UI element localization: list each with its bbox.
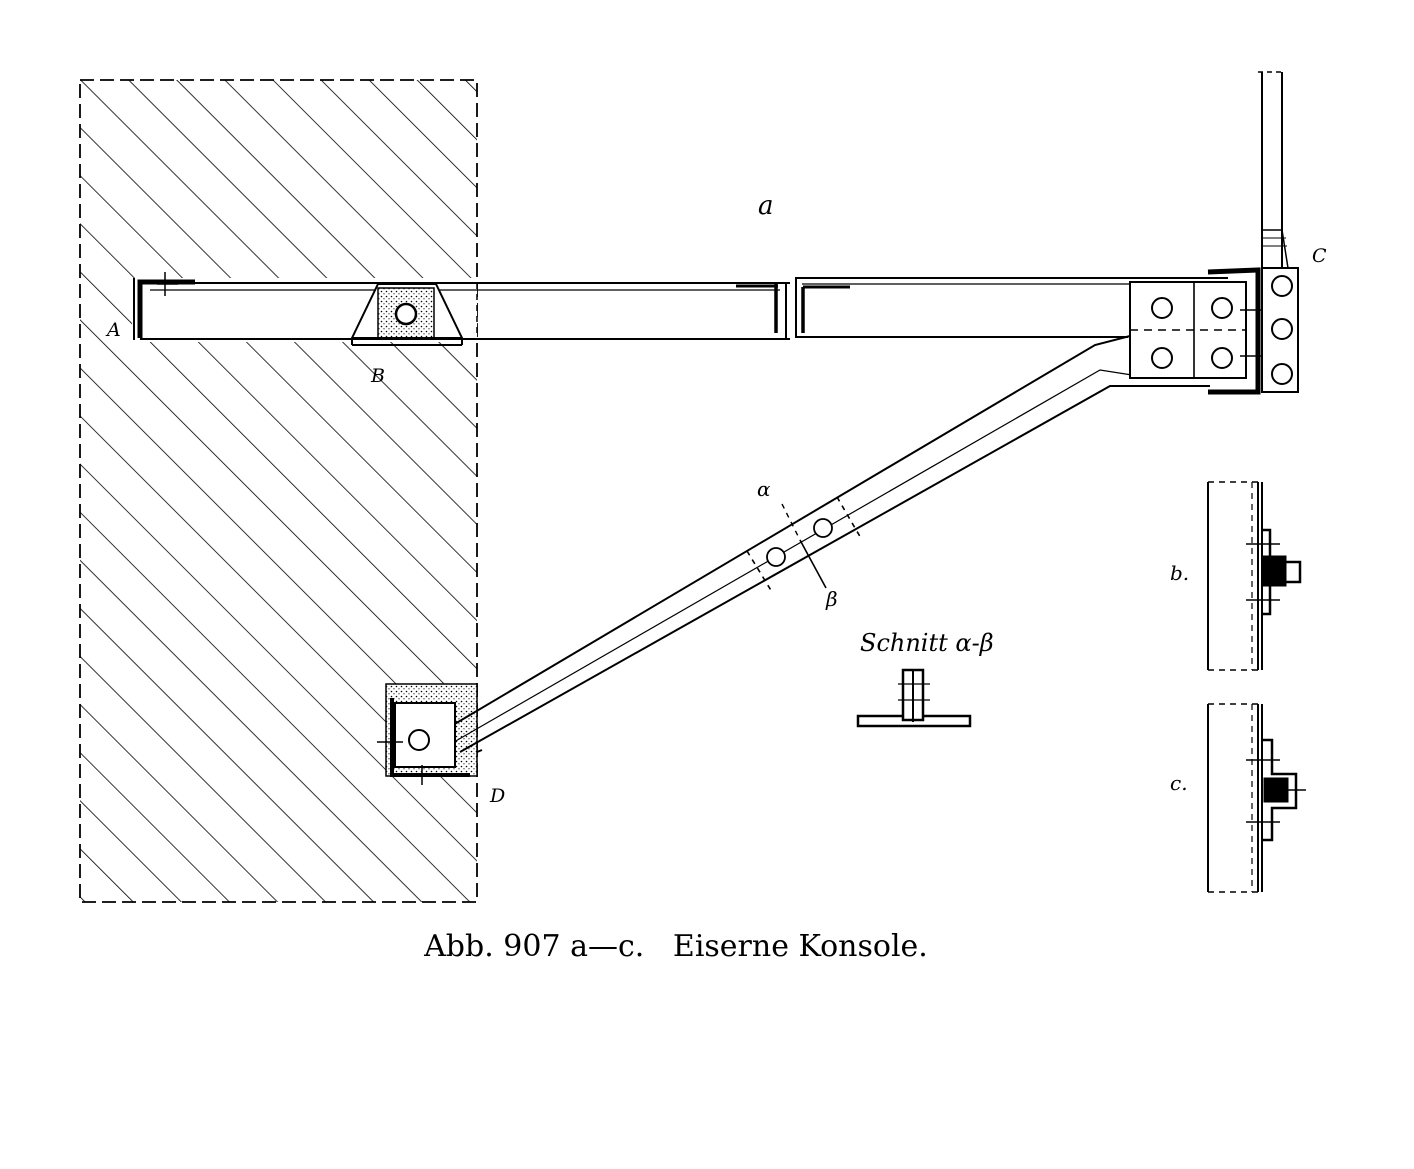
label-b: b. (1170, 561, 1189, 585)
label-alpha: α (757, 477, 771, 501)
diagonal-strut (444, 335, 1210, 753)
label-C: C (1312, 245, 1327, 267)
section-t-profile (856, 668, 972, 728)
top-beam (133, 272, 1228, 340)
vertical-post-c (1258, 71, 1299, 393)
label-D: D (489, 785, 505, 807)
support-block-b (350, 283, 464, 346)
wall-pocket-d (377, 683, 478, 785)
detail-c (1207, 703, 1306, 893)
label-a: a (758, 191, 774, 221)
label-A: A (105, 319, 121, 341)
masonry-wall (79, 79, 478, 903)
gusset-plate (1129, 267, 1275, 395)
label-B: B (370, 365, 385, 387)
label-beta: β (825, 587, 838, 611)
detail-b (1207, 481, 1302, 671)
figure-caption: Abb. 907 a—c. Eiserne Konsole. (423, 929, 928, 964)
label-c: c. (1170, 771, 1188, 795)
section-label: Schnitt α-β (860, 629, 994, 657)
